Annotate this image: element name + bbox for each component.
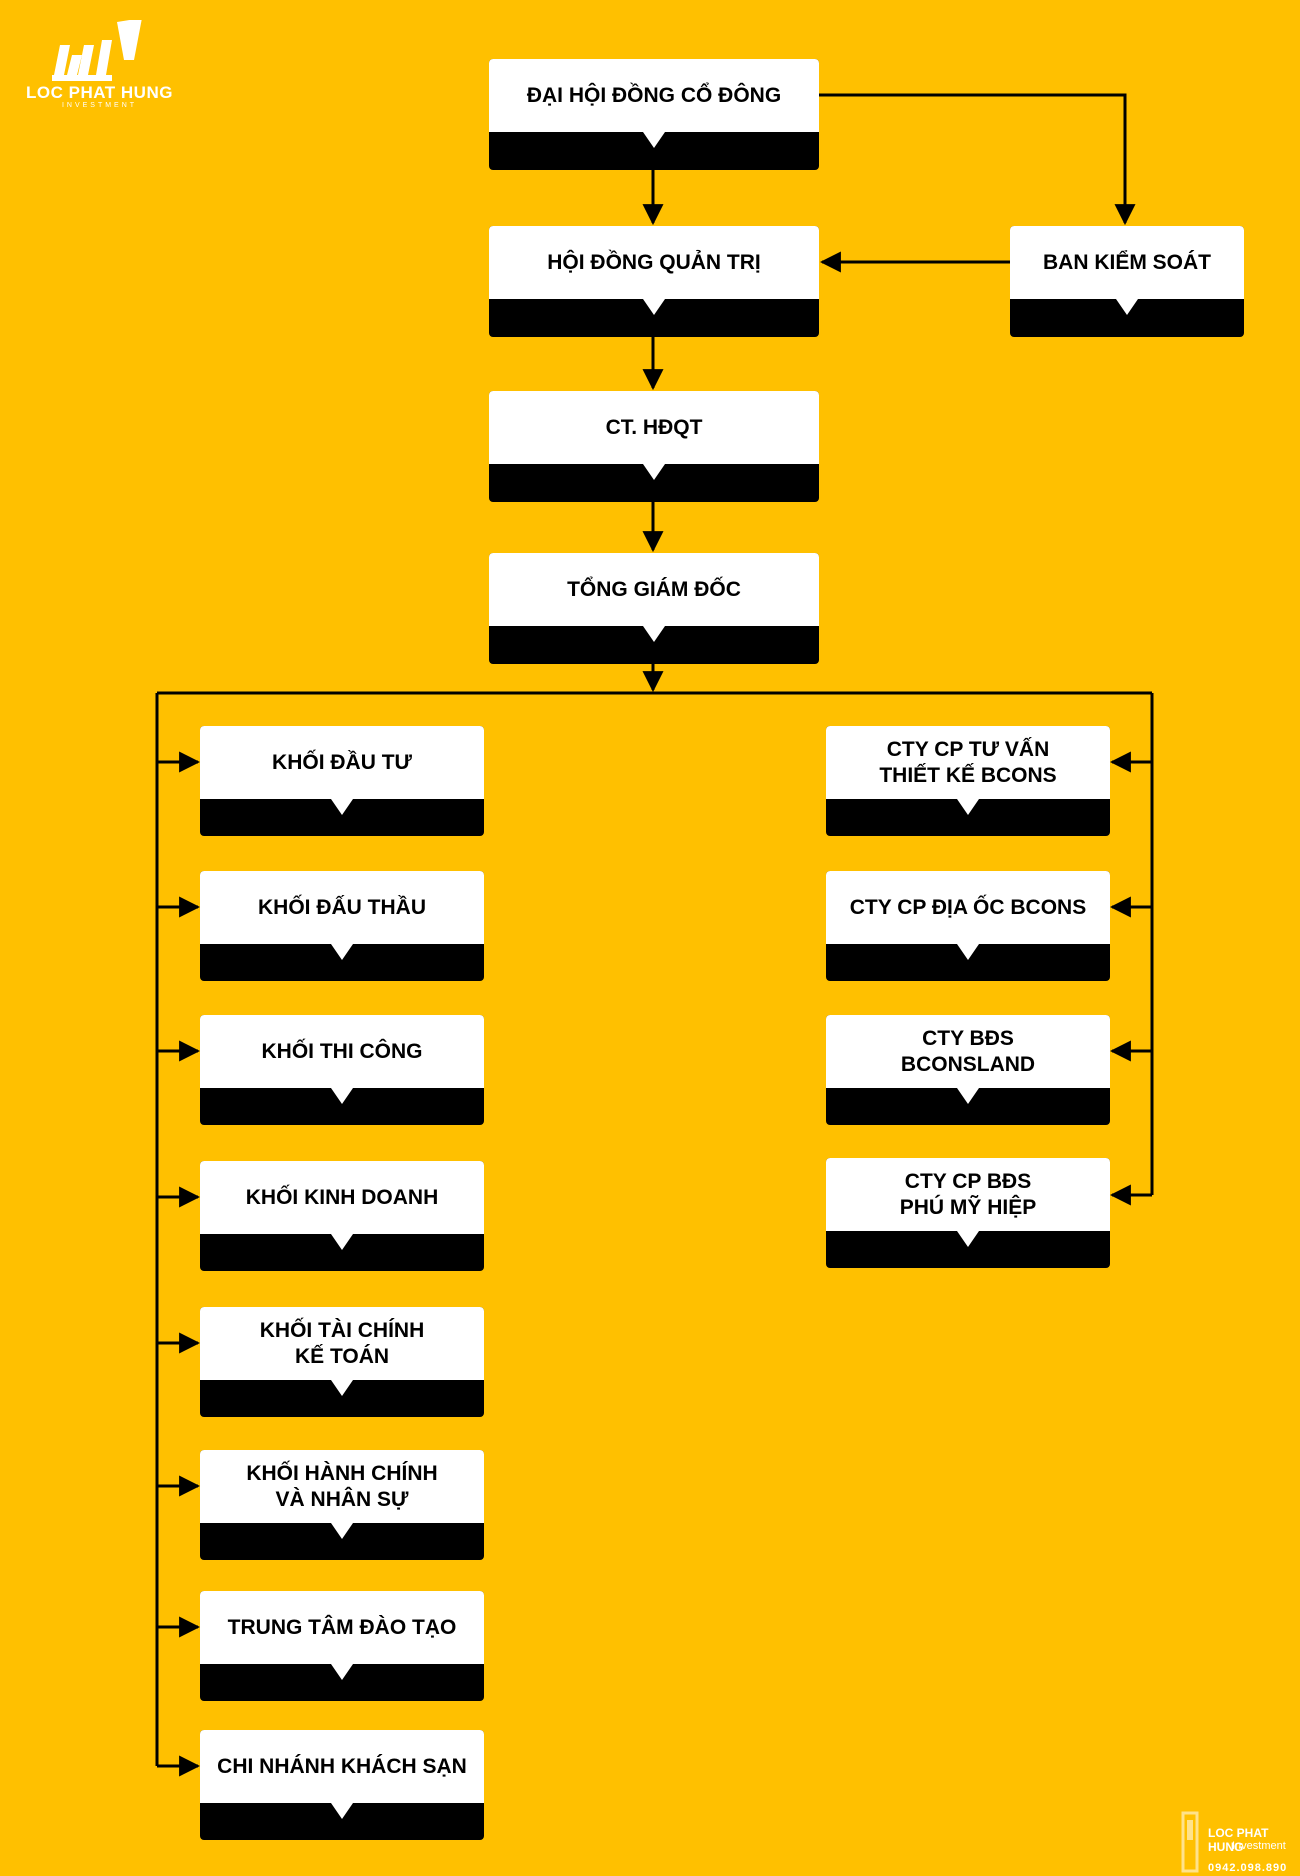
node-left-label: KHỐI THI CÔNG (200, 1015, 484, 1088)
node-board-of-directors: HỘI ĐỒNG QUẢN TRỊ (489, 226, 819, 337)
node-ceo-label: TỔNG GIÁM ĐỐC (489, 553, 819, 626)
node-right-label: CTY BĐS BCONSLAND (826, 1015, 1110, 1088)
notch-icon (331, 1803, 353, 1819)
node-left-4: KHỐI KINH DOANH (200, 1161, 484, 1271)
node-left-label: KHỐI ĐẦU TƯ (200, 726, 484, 799)
node-board-of-directors-label: HỘI ĐỒNG QUẢN TRỊ (489, 226, 819, 299)
node-left-label: KHỐI KINH DOANH (200, 1161, 484, 1234)
node-right-2: CTY CP ĐỊA ỐC BCONS (826, 871, 1110, 981)
notch-icon (957, 1231, 979, 1247)
notch-icon (957, 944, 979, 960)
notch-icon (643, 132, 665, 148)
notch-icon (331, 1234, 353, 1250)
node-left-6: KHỐI HÀNH CHÍNH VÀ NHÂN SỰ (200, 1450, 484, 1560)
node-left-5: KHỐI TÀI CHÍNH KẾ TOÁN (200, 1307, 484, 1417)
edge-shareholders-supervisory (818, 93, 1136, 226)
watermark-phone: 0942.098.890 (1208, 1862, 1288, 1874)
notch-icon (1116, 299, 1138, 315)
notch-icon (331, 1380, 353, 1396)
node-left-1: KHỐI ĐẦU TƯ (200, 726, 484, 836)
node-left-label: TRUNG TÂM ĐÀO TẠO (200, 1591, 484, 1664)
node-shareholders-label: ĐẠI HỘI ĐỒNG CỔ ĐÔNG (489, 59, 819, 132)
watermark-name: LOC PHAT HUNG (1208, 1826, 1269, 1854)
notch-icon (331, 799, 353, 815)
node-chairman: CT. HĐQT (489, 391, 819, 502)
node-supervisory-board-label: BAN KIỂM SOÁT (1010, 226, 1244, 299)
notch-icon (331, 1088, 353, 1104)
node-left-3: KHỐI THI CÔNG (200, 1015, 484, 1125)
notch-icon (957, 799, 979, 815)
notch-icon (643, 626, 665, 642)
node-right-1: CTY CP TƯ VẤN THIẾT KẾ BCONS (826, 726, 1110, 836)
watermark-tagline: Investment (1232, 1840, 1286, 1852)
watermark-logo-icon (1181, 1811, 1199, 1873)
notch-icon (331, 1523, 353, 1539)
node-ceo: TỔNG GIÁM ĐỐC (489, 553, 819, 664)
loc-phat-hung-logo-icon (52, 20, 142, 81)
node-right-4: CTY CP BĐS PHÚ MỸ HIỆP (826, 1158, 1110, 1268)
node-shareholders: ĐẠI HỘI ĐỒNG CỔ ĐÔNG (489, 59, 819, 170)
node-left-label: KHỐI ĐẤU THẦU (200, 871, 484, 944)
node-supervisory-board: BAN KIỂM SOÁT (1010, 226, 1244, 337)
node-right-label: CTY CP BĐS PHÚ MỸ HIỆP (826, 1158, 1110, 1231)
node-right-3: CTY BĐS BCONSLAND (826, 1015, 1110, 1125)
notch-icon (643, 299, 665, 315)
brand-tagline: INVESTMENT (61, 102, 138, 109)
notch-icon (331, 944, 353, 960)
node-right-label: CTY CP TƯ VẤN THIẾT KẾ BCONS (826, 726, 1110, 799)
node-left-label: CHI NHÁNH KHÁCH SẠN (200, 1730, 484, 1803)
node-left-8: CHI NHÁNH KHÁCH SẠN (200, 1730, 484, 1840)
node-left-7: TRUNG TÂM ĐÀO TẠO (200, 1591, 484, 1701)
node-left-2: KHỐI ĐẤU THẦU (200, 871, 484, 981)
notch-icon (957, 1088, 979, 1104)
notch-icon (643, 464, 665, 480)
notch-icon (331, 1664, 353, 1680)
node-left-label: KHỐI TÀI CHÍNH KẾ TOÁN (200, 1307, 484, 1380)
node-right-label: CTY CP ĐỊA ỐC BCONS (826, 871, 1110, 944)
brand-name: LOC PHAT HUNG (26, 83, 173, 102)
node-left-label: KHỐI HÀNH CHÍNH VÀ NHÂN SỰ (200, 1450, 484, 1523)
node-chairman-label: CT. HĐQT (489, 391, 819, 464)
